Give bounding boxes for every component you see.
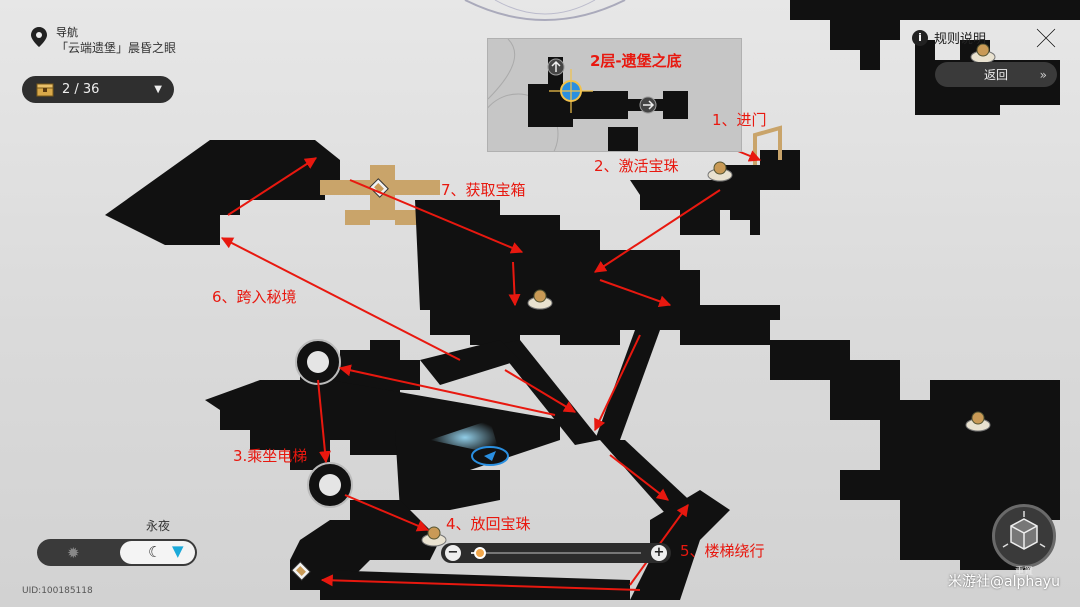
chevron-down-icon: ▼ xyxy=(154,84,162,95)
annotation-step3: 3.乘坐电梯 xyxy=(233,447,308,465)
top-frame-ornament xyxy=(464,0,626,21)
treasure-chest-icon[interactable] xyxy=(369,178,389,198)
annotation-step1: 1、进门 xyxy=(712,111,767,129)
annotation-step6: 6、跨入秘境 xyxy=(212,288,297,306)
toggle-knob[interactable]: ☾ ▼ xyxy=(120,541,195,564)
floor-area-west-wing xyxy=(105,140,340,245)
elevator-upper[interactable] xyxy=(295,339,341,385)
orb-pedestal-north[interactable] xyxy=(970,43,996,64)
entrance-door[interactable] xyxy=(753,125,782,165)
rules-label: 规则说明 xyxy=(934,32,987,47)
annotation-step2: 2、激活宝珠 xyxy=(594,157,679,175)
floor-area-south-west xyxy=(205,340,560,510)
orb-pedestal-central[interactable] xyxy=(527,289,553,310)
nav-label: 导航 xyxy=(56,26,78,39)
rules-button[interactable]: i 规则说明 xyxy=(912,28,986,47)
floor-area-south xyxy=(290,490,730,600)
day-night-toggle[interactable]: ✹ ☾ ▼ xyxy=(37,539,197,566)
treasure-chest-icon[interactable] xyxy=(291,561,311,581)
map-pin-icon xyxy=(31,27,47,47)
moon-icon: ☾ xyxy=(148,543,162,561)
info-icon: i xyxy=(912,29,928,46)
sun-icon[interactable]: ✹ xyxy=(67,544,80,562)
close-icon[interactable] xyxy=(1034,26,1058,50)
chevron-down-icon: ▼ xyxy=(172,542,184,560)
reset-label: 重置 xyxy=(1014,567,1033,577)
zoom-track[interactable] xyxy=(471,547,641,559)
location-name: 「云端遗堡」晨昏之眼 xyxy=(56,41,177,55)
time-label: 永夜 xyxy=(146,519,171,533)
zoom-slider[interactable]: − + xyxy=(441,543,671,563)
orb-pedestal-south[interactable] xyxy=(421,526,447,547)
floor-label: 2层-遗堡之底 xyxy=(590,52,682,70)
zoom-in-button[interactable]: + xyxy=(651,545,667,561)
player-marker xyxy=(430,420,509,466)
zoom-handle[interactable] xyxy=(473,547,486,559)
floor-area-top-right xyxy=(790,0,1080,115)
chest-counter-dropdown[interactable]: 2 / 36 ▼ xyxy=(22,76,174,103)
chest-count: 2 / 36 xyxy=(62,82,100,97)
cube-icon xyxy=(1002,511,1046,550)
zoom-out-button[interactable]: − xyxy=(445,545,461,561)
back-button[interactable]: 返回 » xyxy=(935,62,1057,87)
annotation-step5: 5、楼梯绕行 xyxy=(680,542,765,560)
treasure-chest-icon xyxy=(36,83,54,96)
floor-minimap xyxy=(487,38,742,152)
uid-text: UID:100185118 xyxy=(22,586,93,596)
orb-pedestal-entrance[interactable] xyxy=(707,161,733,182)
watermark: 米游社@alphayu xyxy=(948,574,1060,590)
orb-pedestal-east[interactable] xyxy=(965,411,991,432)
annotation-step7: 7、获取宝箱 xyxy=(441,181,526,199)
elevator-lower[interactable] xyxy=(307,462,353,508)
back-label: 返回 xyxy=(983,68,1008,82)
reset-button[interactable] xyxy=(992,504,1056,568)
annotation-step4: 4、放回宝珠 xyxy=(446,515,531,533)
double-chevron-right-icon: » xyxy=(1039,67,1047,82)
